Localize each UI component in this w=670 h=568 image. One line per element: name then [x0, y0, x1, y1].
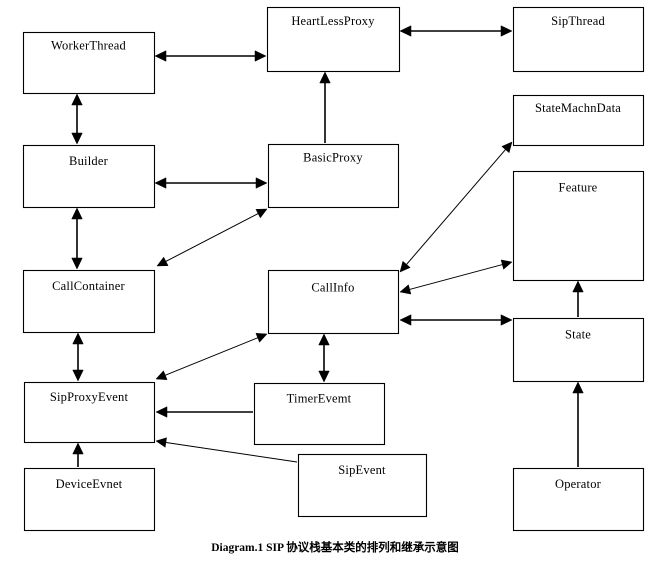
edge-builder-callcontainer: [71, 207, 83, 270]
edge-basicproxy-heartlessproxy: [319, 71, 331, 143]
node-label-builder: Builder: [69, 154, 109, 168]
diagram-caption: Diagram.1 SIP 协议栈基本类的排列和继承示意图: [211, 540, 459, 554]
node-label-deviceevnet: DeviceEvnet: [56, 477, 123, 491]
node-label-basicproxy: BasicProxy: [303, 150, 363, 164]
edge-deviceevnet-sipproxyevent: [72, 442, 84, 467]
node-box-callcontainer[interactable]: [22, 269, 156, 334]
edge-workerthread-builder: [71, 93, 83, 145]
node-layer: WorkerThread HeartLessProxy SipThreadBuild…: [22, 6, 645, 532]
node-box-basicproxy[interactable]: [267, 143, 400, 209]
node-deviceevnet[interactable]: DeviceEvnet: [23, 467, 156, 532]
node-workerthread[interactable]: WorkerThread: [22, 31, 156, 95]
node-box-callinfo[interactable]: [267, 269, 400, 335]
node-box-operator[interactable]: [512, 467, 645, 532]
node-label-timerevemt: TimerEvemt: [287, 391, 352, 405]
node-basicproxy[interactable]: BasicProxy: [267, 143, 400, 209]
node-sipproxyevent[interactable]: SipProxyEvent: [23, 381, 156, 444]
edge-callinfo-feature: [399, 259, 513, 295]
node-box-heartlessproxy[interactable]: [266, 6, 401, 73]
edge-callcontainer-sipproxyevent: [72, 332, 84, 382]
edge-callinfo-state: [399, 314, 513, 326]
node-label-statemachndata: StateMachnData: [535, 101, 621, 115]
edge-callcontainer-basicproxy: [156, 208, 268, 267]
node-box-deviceevnet[interactable]: [23, 467, 156, 532]
edge-operator-state: [572, 381, 584, 467]
node-label-workerthread: WorkerThread: [51, 38, 127, 52]
edge-callinfo-statemachndata: [399, 141, 513, 273]
node-feature[interactable]: Feature: [512, 170, 645, 282]
node-label-sipevent: SipEvent: [338, 463, 386, 477]
node-builder[interactable]: Builder: [22, 144, 156, 209]
node-sipevent[interactable]: SipEvent: [297, 453, 428, 518]
node-operator[interactable]: Operator: [512, 467, 645, 532]
edge-callinfo-timerevemt: [318, 333, 330, 383]
edge-builder-basicproxy: [154, 177, 268, 189]
node-box-builder[interactable]: [22, 144, 156, 209]
node-timerevemt[interactable]: TimerEvemt: [253, 382, 386, 446]
node-state[interactable]: State: [512, 317, 645, 383]
node-box-sipthread[interactable]: [512, 6, 645, 73]
node-box-feature[interactable]: [512, 170, 645, 282]
edge-timerevemt-sipproxyevent: [155, 406, 253, 418]
node-sipthread[interactable]: SipThread: [512, 6, 645, 73]
node-callinfo[interactable]: CallInfo: [267, 269, 400, 335]
edge-layer: [71, 25, 584, 467]
node-label-feature: Feature: [559, 180, 598, 194]
node-box-statemachndata[interactable]: [512, 94, 645, 147]
edge-sipevent-sipproxyevent: [155, 437, 298, 463]
node-heartlessproxy[interactable]: HeartLessProxy: [266, 6, 401, 73]
node-box-timerevemt[interactable]: [253, 382, 386, 446]
node-label-sipproxyevent: SipProxyEvent: [50, 390, 129, 404]
node-box-state[interactable]: [512, 317, 645, 383]
node-box-sipevent[interactable]: [297, 453, 428, 518]
edge-workerthread-heartlessproxy: [154, 50, 267, 62]
edge-heartlessproxy-sipthread: [399, 25, 513, 37]
node-label-callcontainer: CallContainer: [52, 279, 125, 293]
node-box-sipproxyevent[interactable]: [23, 381, 156, 444]
node-label-callinfo: CallInfo: [311, 280, 354, 294]
edge-sipproxyevent-callinfo: [155, 333, 268, 380]
node-callcontainer[interactable]: CallContainer: [22, 269, 156, 334]
node-box-workerthread[interactable]: [22, 31, 156, 95]
node-label-operator: Operator: [555, 477, 602, 491]
node-statemachndata[interactable]: StateMachnData: [512, 94, 645, 147]
edge-state-feature: [572, 280, 584, 317]
node-label-heartlessproxy: HeartLessProxy: [291, 14, 375, 28]
node-label-sipthread: SipThread: [551, 14, 605, 28]
node-label-state: State: [565, 327, 591, 341]
